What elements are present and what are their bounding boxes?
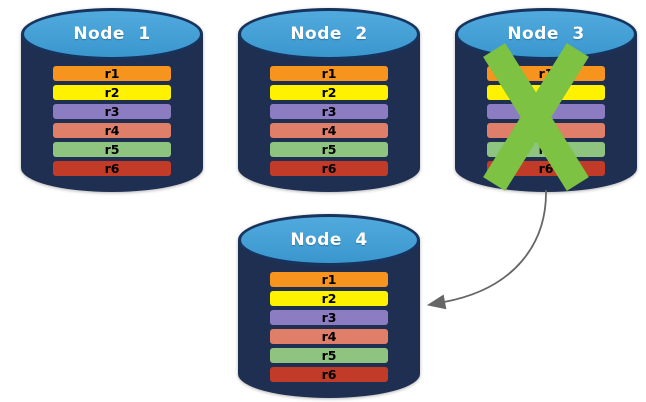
- node-2: Node 2 r1 r2 r3 r4 r5 r6: [238, 8, 420, 192]
- row-bar-r6: r6: [53, 161, 171, 176]
- node-4: Node 4 r1 r2 r3 r4 r5 r6: [238, 214, 420, 398]
- cylinder-top: Node 4: [238, 214, 420, 266]
- row-bar-r4: r4: [270, 123, 388, 138]
- row-bar-r5: r5: [270, 348, 388, 363]
- row-bar-r6: r6: [270, 367, 388, 382]
- row-bar-r2: r2: [53, 85, 171, 100]
- node-1-cylinder: Node 1: [21, 8, 203, 192]
- node-2-rows: r1 r2 r3 r4 r5 r6: [270, 66, 388, 176]
- row-bar-r5: r5: [53, 142, 171, 157]
- node-2-cylinder: Node 2: [238, 8, 420, 192]
- node-label: Node 1: [73, 24, 151, 44]
- row-bar-r3: r3: [53, 104, 171, 119]
- row-bar-r3: r3: [270, 310, 388, 325]
- row-bar-r4: r4: [270, 329, 388, 344]
- node-label: Node 4: [290, 230, 368, 250]
- cylinder-top: Node 3: [455, 8, 637, 60]
- failure-x-icon: [483, 43, 589, 191]
- node-1-rows: r1 r2 r3 r4 r5 r6: [53, 66, 171, 176]
- node-4-rows: r1 r2 r3 r4 r5 r6: [270, 272, 388, 382]
- row-bar-r2: r2: [270, 85, 388, 100]
- failover-arrow-path: [426, 189, 547, 310]
- node-1: Node 1 r1 r2 r3 r4 r5 r6: [21, 8, 203, 192]
- row-bar-r1: r1: [270, 272, 388, 287]
- cylinder-top: Node 1: [21, 8, 203, 60]
- row-bar-r4: r4: [53, 123, 171, 138]
- row-bar-r1: r1: [53, 66, 171, 81]
- row-bar-r2: r2: [270, 291, 388, 306]
- row-bar-r3: r3: [270, 104, 388, 119]
- row-bar-r1: r1: [270, 66, 388, 81]
- row-bar-r6: r6: [270, 161, 388, 176]
- node-label: Node 3: [507, 24, 585, 44]
- node-label: Node 2: [290, 24, 368, 44]
- row-bar-r5: r5: [270, 142, 388, 157]
- cylinder-top: Node 2: [238, 8, 420, 60]
- node-3: Node 3 r1 r2 r3 r4 r5 r6: [455, 8, 637, 192]
